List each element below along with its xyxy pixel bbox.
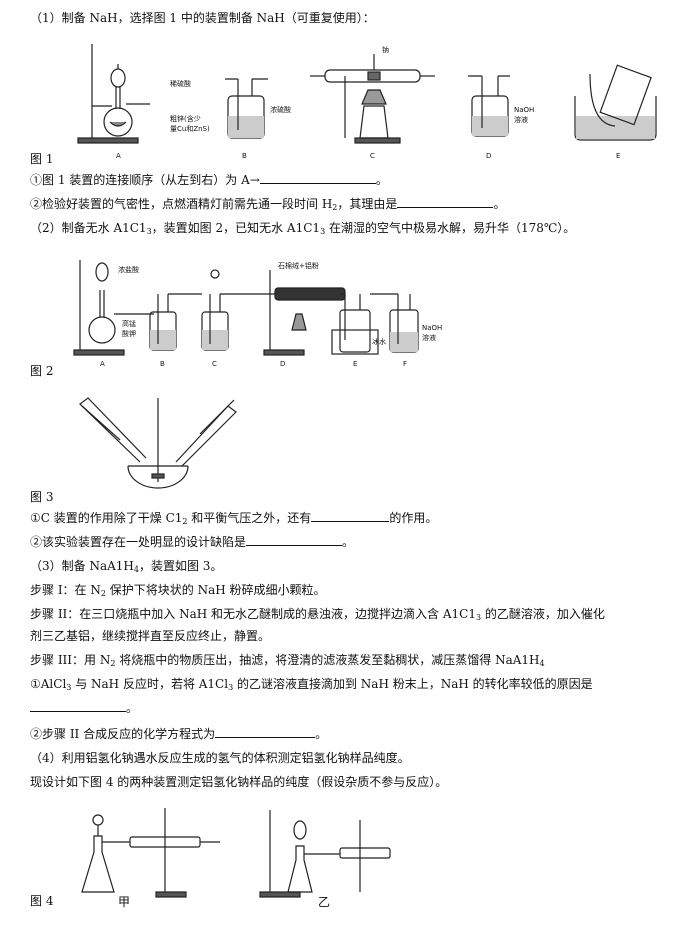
figure-2-caption: 图 2	[30, 364, 54, 378]
q3-step1: 步骤 I：在 N2 保护下将块状的 NaH 粉碎成细小颗粒。	[30, 583, 326, 598]
fig2-F-reagent-label: NaOH	[422, 324, 442, 332]
q1-item2: ②检验好装置的气密性，点燃酒精灯前需先通一段时间 H2，其理由是。	[30, 196, 506, 212]
answer-blank-q2-2[interactable]	[246, 534, 343, 546]
q3-item1-answer: 。	[30, 700, 138, 716]
fig4-label-yi: 乙	[318, 895, 330, 909]
fig2-E-reagent-label: 冰水	[372, 337, 386, 346]
figure-1-caption: 图 1	[30, 152, 54, 166]
figure-1-diagram: 稀硫酸 粗锌(含少 量Cu和ZnS) 浓硫酸 钠 NaOH 溶液 A B C D…	[77, 44, 657, 160]
q2-item2: ②该实验装置存在一处明显的设计缺陷是。	[30, 534, 355, 549]
q3-item2: ②步骤 II 合成反应的化学方程式为。	[30, 726, 328, 741]
q4-desc: 现设计如下图 4 的两种装置测定铝氢化钠样品的纯度（假设杂质不参与反应）。	[30, 775, 448, 789]
fig1-D-letter: D	[486, 152, 491, 160]
fig2-A-letter: A	[100, 360, 105, 368]
answer-blank-q3-1[interactable]	[30, 700, 126, 712]
fig1-C-letter: C	[370, 152, 375, 160]
answer-blank-q2-1[interactable]	[311, 510, 390, 522]
fig2-E-letter: E	[353, 360, 357, 368]
fig1-D-reagent-label: NaOH	[514, 106, 534, 114]
fig1-A-letter: A	[116, 152, 121, 160]
fig1-C-reagent-label: 钠	[382, 45, 389, 54]
fig2-B-letter: B	[160, 360, 165, 368]
fig4-label-jia: 甲	[118, 895, 130, 909]
q2-item1: ①C 装置的作用除了干燥 C12 和平衡气压之外，还有的作用。	[30, 510, 438, 526]
figure-4-caption: 图 4	[30, 894, 54, 908]
fig2-C-letter: C	[212, 360, 217, 368]
fig1-E-letter: E	[616, 152, 620, 160]
answer-blank-q1-1[interactable]	[259, 172, 376, 184]
figure-3-caption: 图 3	[30, 490, 54, 504]
q2-title: （2）制备无水 A1C13，装置如图 2，已知无水 A1C13 在潮湿的空气中极…	[30, 221, 576, 236]
q3-step2-cont: 剂三乙基铝，继续搅拌直至反应终止，静置。	[30, 629, 271, 643]
fig2-A-solid-label: 高锰	[122, 319, 136, 328]
figure-4-diagram: 甲 乙	[81, 808, 391, 909]
fig2-F-reagent2-label: 溶液	[422, 333, 436, 342]
fig2-D-letter: D	[280, 360, 285, 368]
answer-blank-q3-2[interactable]	[215, 726, 316, 738]
figure-3-diagram	[79, 397, 237, 489]
fig1-B-reagent-label: 浓硫酸	[270, 105, 291, 114]
fig1-A-acid-label: 稀硫酸	[170, 79, 191, 88]
q4-title: （4）利用铝氢化钠遇水反应生成的氢气的体积测定铝氢化钠样品纯度。	[30, 751, 410, 765]
figure-2-diagram: 浓盐酸 高锰 酸钾 石棉绒+铝粉 冰水 NaOH 溶液 A B C D E F	[73, 260, 442, 368]
fig1-B-letter: B	[242, 152, 247, 160]
q3-item1: ①AlCl3 与 NaH 反应时，若将 A1Cl3 的乙谜溶液直接滴加到 NaH…	[30, 677, 593, 692]
answer-blank-q1-2[interactable]	[397, 196, 494, 208]
fig1-D-reagent2-label: 溶液	[514, 115, 528, 124]
fig2-F-letter: F	[403, 360, 407, 368]
fig2-A-solid2-label: 酸钾	[122, 329, 136, 338]
q1-item1: ①图 1 装置的连接顺序（从左到右）为 A→。	[30, 172, 388, 187]
q3-title: （3）制备 NaA1H4，装置如图 3。	[30, 559, 223, 574]
fig2-D-reagent-label: 石棉绒+铝粉	[278, 261, 319, 270]
fig1-A-solid-label: 粗锌(含少	[170, 114, 201, 123]
q1-title: （1）制备 NaH，选择图 1 中的装置制备 NaH（可重复使用）：	[30, 11, 375, 25]
fig2-A-reagent-label: 浓盐酸	[118, 265, 139, 274]
fig1-A-solid2-label: 量Cu和ZnS)	[170, 124, 210, 133]
q3-step3: 步骤 III：用 N2 将烧瓶中的物质压出，抽滤，将澄清的滤液蒸发至黏稠状，减压…	[30, 653, 545, 668]
q3-step2: 步骤 II：在三口烧瓶中加入 NaH 和无水乙醚制成的悬浊液，边搅拌边滴入含 A…	[30, 607, 605, 622]
